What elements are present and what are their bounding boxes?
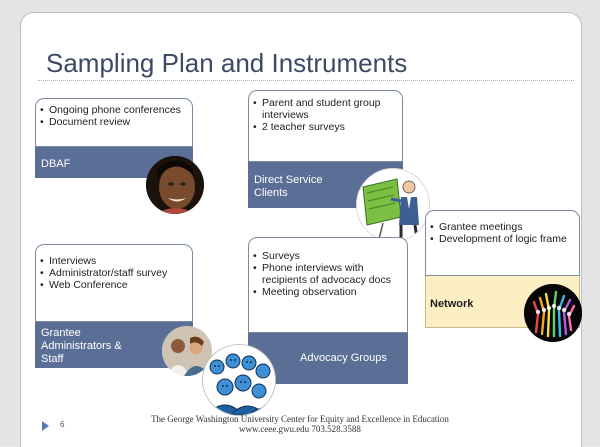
footer: The George Washington University Center …	[0, 414, 600, 434]
woman-portrait-photo	[146, 156, 204, 214]
card-grantee-list: Interviews Administrator/staff survey We…	[40, 255, 188, 291]
card-dbaf-label: DBAF	[41, 158, 71, 170]
presenter-clipart-photo	[356, 168, 430, 242]
card-direct-service-item: 2 teacher surveys	[253, 121, 398, 133]
footer-contact: www.ceee.gwu.edu 703.528.3588	[239, 424, 361, 434]
card-advocacy-list-box: Surveys Phone interviews with recipients…	[248, 237, 408, 333]
card-grantee-item: Web Conference	[40, 279, 188, 291]
card-direct-service: Parent and student group interviews 2 te…	[248, 90, 403, 208]
card-dbaf: Ongoing phone conferences Document revie…	[35, 98, 193, 178]
slide-title: Sampling Plan and Instruments	[46, 48, 408, 78]
card-advocacy-item: Phone interviews with recipients of advo…	[253, 262, 403, 286]
card-network-item: Grantee meetings	[430, 221, 576, 233]
card-network: Grantee meetings Development of logic fr…	[425, 210, 580, 328]
card-direct-service-list-box: Parent and student group interviews 2 te…	[248, 90, 403, 162]
card-advocacy-item: Meeting observation	[253, 286, 403, 298]
card-network-label: Network	[430, 298, 474, 310]
card-direct-service-item: Parent and student group interviews	[253, 97, 398, 121]
card-dbaf-item: Ongoing phone conferences	[40, 104, 188, 116]
card-grantee-item: Administrator/staff survey	[40, 267, 188, 279]
card-dbaf-list-box: Ongoing phone conferences Document revie…	[35, 98, 193, 147]
card-grantee: Interviews Administrator/staff survey We…	[35, 244, 193, 368]
card-advocacy-label: Advocacy Groups	[300, 352, 387, 364]
card-advocacy: Surveys Phone interviews with recipients…	[248, 237, 408, 384]
footer-arrow-icon	[42, 421, 49, 431]
card-dbaf-list: Ongoing phone conferences Document revie…	[40, 104, 188, 128]
title-divider	[38, 80, 574, 81]
crowd-sketch-photo	[202, 344, 276, 416]
card-network-list: Grantee meetings Development of logic fr…	[430, 221, 576, 245]
card-advocacy-list: Surveys Phone interviews with recipients…	[253, 250, 403, 298]
card-grantee-item: Interviews	[40, 255, 188, 267]
card-direct-service-list: Parent and student group interviews 2 te…	[253, 97, 398, 133]
card-network-list-box: Grantee meetings Development of logic fr…	[425, 210, 580, 276]
footer-organization: The George Washington University Center …	[151, 414, 449, 424]
card-network-item: Development of logic frame	[430, 233, 576, 245]
card-direct-service-label: Direct Service Clients	[254, 174, 323, 199]
card-advocacy-item: Surveys	[253, 250, 403, 262]
card-dbaf-item: Document review	[40, 116, 188, 128]
card-grantee-list-box: Interviews Administrator/staff survey We…	[35, 244, 193, 322]
crowd-silhouettes-photo	[524, 284, 582, 342]
page-number: 6	[60, 420, 65, 429]
card-grantee-label: Grantee Administrators & Staff	[41, 327, 122, 365]
